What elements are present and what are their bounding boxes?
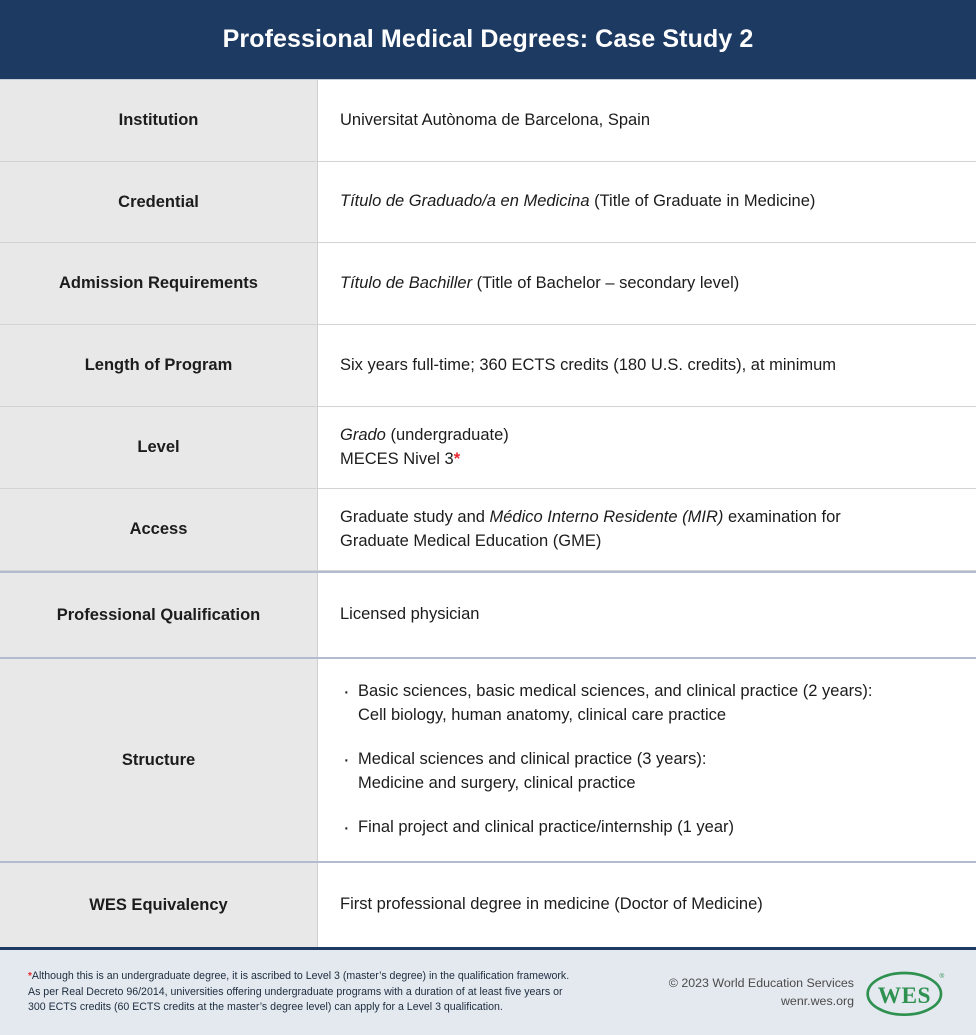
table-row-institution: Institution Universitat Autònoma de Barc… (0, 80, 976, 162)
row-label-structure: Structure (0, 659, 318, 861)
card-footer: *Although this is an undergraduate degre… (0, 947, 976, 1035)
row-value-length-of-program: Six years full-time; 360 ECTS credits (1… (318, 325, 976, 406)
table-row-access: Access Graduate study and Médico Interno… (0, 489, 976, 571)
professional-qualification-text: Licensed physician (340, 605, 480, 624)
row-value-structure: Basic sciences, basic medical sciences, … (318, 659, 976, 861)
footnote-line-3: 300 ECTS credits (60 ECTS credits at the… (28, 1001, 503, 1014)
row-value-wes-equivalency: First professional degree in medicine (D… (318, 863, 976, 947)
list-item: Basic sciences, basic medical sciences, … (340, 678, 954, 728)
length-text: Six years full-time; 360 ECTS credits (1… (340, 355, 837, 374)
wes-equivalency-text: First professional degree in medicine (D… (340, 895, 763, 914)
row-value-access: Graduate study and Médico Interno Reside… (318, 489, 976, 570)
level-line-1: Grado (undergraduate) (340, 424, 954, 448)
row-value-level: Grado (undergraduate) MECES Nivel 3* (318, 407, 976, 488)
list-item: Medical sciences and clinical practice (… (340, 746, 954, 796)
list-item: Final project and clinical practice/inte… (340, 814, 954, 843)
footnote-asterisk-icon: * (28, 970, 32, 982)
credential-text: Título de Graduado/a en Medicina (Title … (340, 190, 954, 214)
row-value-admission-requirements: Título de Bachiller (Title of Bachelor –… (318, 243, 976, 324)
access-suffix: examination for (723, 507, 841, 526)
svg-text:WES: WES (878, 983, 931, 1009)
details-table: Institution Universitat Autònoma de Barc… (0, 80, 976, 947)
table-row-credential: Credential Título de Graduado/a en Medic… (0, 162, 976, 243)
row-value-institution: Universitat Autònoma de Barcelona, Spain (318, 80, 976, 161)
table-row-professional-qualification: Professional Qualification Licensed phys… (0, 571, 976, 659)
copyright-line-2[interactable]: wenr.wes.org (780, 993, 854, 1008)
row-label-access: Access (0, 489, 318, 570)
level-line-2: MECES Nivel 3* (340, 448, 954, 472)
row-label-admission-requirements: Admission Requirements (0, 243, 318, 324)
row-value-credential: Título de Graduado/a en Medicina (Title … (318, 162, 976, 242)
row-label-length-of-program: Length of Program (0, 325, 318, 406)
level-translation: (undergraduate) (385, 425, 509, 444)
svg-text:®: ® (939, 972, 944, 980)
row-label-level: Level (0, 407, 318, 488)
footnote-text: *Although this is an undergraduate degre… (28, 969, 628, 1017)
table-row-length-of-program: Length of Program Six years full-time; 3… (0, 325, 976, 407)
footer-branding: © 2023 World Education Services wenr.wes… (669, 968, 958, 1018)
wes-logo-icon: WES ® (866, 971, 944, 1016)
table-row-level: Level Grado (undergraduate) MECES Nivel … (0, 407, 976, 489)
level-native-term: Grado (340, 425, 386, 444)
row-label-wes-equivalency: WES Equivalency (0, 863, 318, 947)
row-value-professional-qualification: Licensed physician (318, 573, 976, 657)
row-label-credential: Credential (0, 162, 318, 242)
card-header: Professional Medical Degrees: Case Study… (0, 0, 976, 80)
credential-translation: (Title of Graduate in Medicine) (589, 192, 816, 211)
access-native-term: Médico Interno Residente (MIR) (489, 507, 724, 526)
row-label-institution: Institution (0, 80, 318, 161)
admission-text: Título de Bachiller (Title of Bachelor –… (340, 272, 954, 296)
row-label-professional-qualification: Professional Qualification (0, 573, 318, 657)
copyright-block: © 2023 World Education Services wenr.wes… (669, 975, 854, 1011)
table-row-admission-requirements: Admission Requirements Título de Bachill… (0, 243, 976, 325)
institution-text: Universitat Autònoma de Barcelona, Spain (340, 110, 651, 129)
page-title: Professional Medical Degrees: Case Study… (222, 25, 754, 53)
copyright-line-1: © 2023 World Education Services (668, 975, 854, 990)
access-line-1: Graduate study and Médico Interno Reside… (340, 506, 954, 530)
admission-native-title: Título de Bachiller (340, 273, 473, 292)
structure-bullet-list: Basic sciences, basic medical sciences, … (340, 678, 954, 843)
access-prefix: Graduate study and (340, 507, 490, 526)
access-line-2: Graduate Medical Education (GME) (340, 531, 602, 550)
footnote-line-1: *Although this is an undergraduate degre… (28, 969, 628, 985)
table-row-wes-equivalency: WES Equivalency First professional degre… (0, 863, 976, 947)
meces-level-text: MECES Nivel 3 (340, 449, 454, 468)
footnote-line-2: As per Real Decreto 96/2014, universitie… (28, 985, 563, 998)
footnote-line-1-text: Although this is an undergraduate degree… (31, 969, 570, 982)
footnote-marker-icon: * (453, 449, 461, 468)
admission-translation: (Title of Bachelor – secondary level) (472, 273, 740, 292)
table-row-structure: Structure Basic sciences, basic medical … (0, 659, 976, 863)
credential-native-title: Título de Graduado/a en Medicina (340, 192, 590, 211)
